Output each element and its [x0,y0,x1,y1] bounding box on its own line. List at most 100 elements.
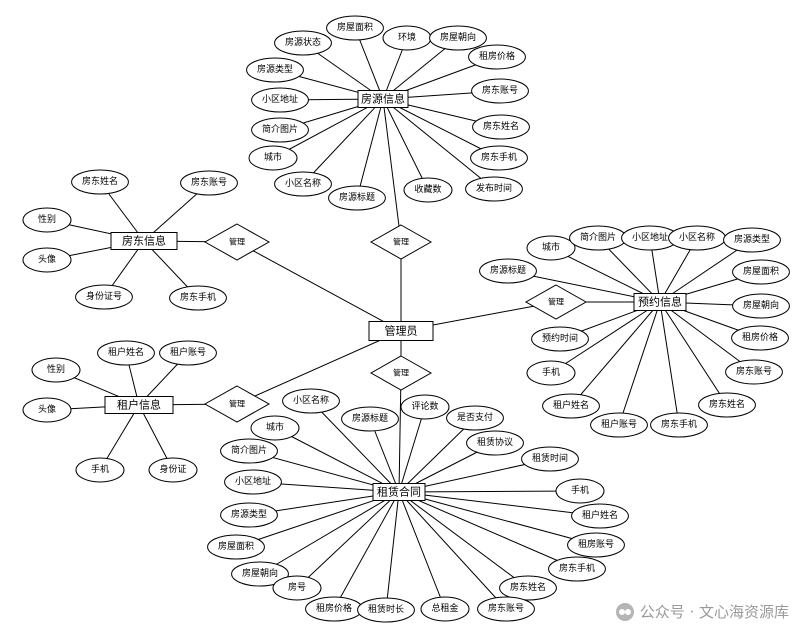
attribute-label: 房号 [288,581,306,593]
attribute-yuyue-11: 房东账号 [725,359,783,385]
attribute-fangyuan-10: 房东手机 [470,145,528,171]
attribute-yuyue-2: 小区地址 [621,225,679,251]
attribute-hetong-0: 小区名称 [282,388,340,414]
watermark-text: 公众号 · 文心海资源库 [639,603,789,621]
attribute-label: 小区地址 [262,93,298,105]
attribute-label: 手机 [542,366,560,378]
attribute-hetong-18: 租房价格 [305,596,363,622]
attribute-fangyuan-14: 收藏数 [403,177,453,203]
attribute-label: 评论数 [411,400,438,412]
attribute-label: 头像 [38,253,56,265]
attribute-label: 房屋朝向 [440,31,476,43]
attribute-label: 租户账号 [601,418,637,430]
attribute-label: 城市 [264,151,282,163]
attribute-label: 收藏数 [414,183,441,195]
attribute-label: 租户账号 [170,346,206,358]
entity-hetong: 租赁合同 [372,483,426,501]
attribute-yuyue-1: 简介图片 [569,225,627,251]
attribute-label: 环境 [398,31,416,43]
relationship-r_fangdong: 管理 [203,223,271,261]
attribute-fangdong-3: 头像 [22,247,72,273]
attribute-label: 房东姓名 [510,581,546,593]
attribute-label: 房源类型 [734,233,770,245]
attribute-yuyue-7: 房屋朝向 [732,293,790,319]
attribute-label: 城市 [542,241,560,253]
attribute-fangyuan-8: 房东姓名 [472,114,530,140]
attribute-label: 小区名称 [679,231,715,243]
attribute-hetong-8: 小区地址 [224,469,282,495]
attribute-label: 房屋朝向 [743,299,779,311]
entity-label: 房源信息 [361,92,405,106]
attribute-fangyuan-3: 房源状态 [274,30,332,56]
attribute-fangyuan-15: 房源标题 [328,185,386,211]
attribute-label: 小区名称 [285,177,321,189]
attribute-label: 房屋朝向 [242,567,278,579]
attribute-hetong-15: 房东手机 [548,556,606,582]
entity-label: 租赁合同 [377,485,421,499]
attribute-hetong-1: 评论数 [400,394,450,420]
attribute-label: 租赁协议 [477,436,513,448]
attribute-hetong-19: 租赁时长 [357,597,415,623]
attribute-label: 租房价格 [479,50,515,62]
attribute-fangyuan-12: 发布时间 [465,176,523,202]
attribute-label: 租户姓名 [582,509,618,521]
attribute-fangdong-5: 房东手机 [169,285,227,311]
attribute-yuyue-8: 预约时间 [531,326,589,352]
attribute-hetong-14: 房屋朝向 [231,561,289,587]
attribute-label: 租户姓名 [108,346,144,358]
attribute-hetong-5: 租赁协议 [466,430,524,456]
relationship-label: 管理 [229,237,245,247]
attribute-zuhu-3: 头像 [22,397,72,423]
attribute-label: 房东账号 [488,602,524,614]
attribute-fangyuan-2: 房屋朝向 [429,25,487,51]
attribute-label: 小区地址 [235,475,271,487]
attribute-yuyue-3: 小区名称 [668,225,726,251]
relationship-label: 管理 [393,368,409,378]
attribute-hetong-6: 简介图片 [220,438,278,464]
attribute-label: 是否支付 [457,411,493,423]
attribute-yuyue-0: 城市 [526,235,576,261]
attribute-label: 城市 [266,421,284,433]
attribute-hetong-9: 手机 [555,478,605,504]
attribute-label: 小区地址 [632,231,668,243]
attribute-label: 身份证号 [86,290,122,302]
attribute-label: 房东手机 [661,418,697,430]
attribute-label: 手机 [571,484,589,496]
entity-label: 预约信息 [638,295,682,309]
attribute-label: 头像 [38,403,56,415]
attribute-fangdong-0: 房东姓名 [71,169,129,195]
attribute-label: 身份证 [159,463,186,475]
attribute-zuhu-5: 身份证 [148,457,198,483]
attribute-fangdong-2: 性别 [22,207,72,233]
entity-label: 房东信息 [122,234,166,248]
relationship-r_zuhu: 管理 [203,385,271,423]
attribute-label: 房源状态 [285,36,321,48]
attribute-fangyuan-5: 房源类型 [246,57,304,83]
relationship-r_bottom: 管理 [369,355,433,391]
attribute-label: 房东姓名 [483,120,519,132]
entity-yuyue: 预约信息 [633,293,687,311]
attribute-label: 房东账号 [482,84,518,96]
attribute-fangyuan-11: 城市 [248,145,298,171]
attribute-label: 租赁时间 [532,452,568,464]
attribute-fangdong-1: 房东账号 [180,170,238,196]
entity-zuhu: 租户信息 [104,396,174,414]
attribute-yuyue-4: 房源类型 [723,227,781,253]
attribute-fangyuan-13: 小区名称 [274,171,332,197]
attribute-label: 性别 [38,213,56,225]
attribute-label: 房屋面积 [743,265,779,277]
attribute-label: 租房账号 [578,538,614,550]
attribute-label: 房源类型 [257,63,293,75]
attribute-label: 性别 [47,363,65,375]
attribute-label: 总租金 [431,602,458,614]
attribute-label: 房东手机 [180,291,216,303]
attribute-label: 发布时间 [476,182,512,194]
attribute-label: 房东姓名 [82,175,118,187]
watermark: 公众号 · 文心海资源库 [615,601,789,622]
relationship-r_yuyue: 管理 [524,284,588,320]
attribute-label: 手机 [91,463,109,475]
attribute-label: 租户姓名 [553,399,589,411]
entity-label: 租户信息 [117,398,161,412]
attribute-fangyuan-1: 环境 [382,25,432,51]
